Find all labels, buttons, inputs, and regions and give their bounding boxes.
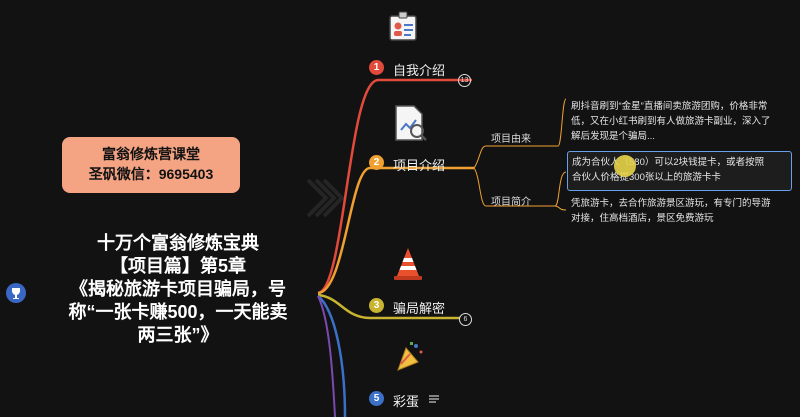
leaf-origin-line-3: 解后发现是个骗局... [571,131,655,142]
party-popper-icon [394,340,424,379]
leaf-origin-line-1: 刷抖音刷到“金星”直播间卖旅游团购，价格非常 [571,101,768,112]
leaf-intro-partner[interactable]: 成为合伙人（580）可以2块钱提卡，或者按照 合伙人价格提300张以上的旅游卡卡 [572,155,764,185]
leaf-intro-usage-line-1: 凭旅游卡，去合作旅游景区游玩，有专门的导游 [571,198,771,209]
branch-2-number: 2 [369,155,384,170]
title-line-5: 两三张”》 [137,325,219,345]
leaf-intro-usage[interactable]: 凭旅游卡，去合作旅游景区游玩，有专门的导游 对接，住高档酒店，景区免费游玩 [571,196,771,226]
branch-1-number: 1 [369,60,384,75]
branch-5-label[interactable]: 彩蛋 [393,394,420,409]
leaf-intro-partner-line-2: 合伙人价格提300张以上的旅游卡卡 [572,172,721,183]
brand-box: 富翁修炼营课堂 圣矾微信：9695403 [62,137,240,193]
subtopic-intro[interactable]: 项目简介 [491,197,531,208]
branch-5-number: 5 [369,391,384,406]
leaf-intro-partner-line-1: 成为合伙人（580）可以2块钱提卡，或者按照 [572,157,765,168]
leaf-origin[interactable]: 刷抖音刷到“金星”直播间卖旅游团购，价格非常 低，又在小红书刷到有人做旅游卡副业… [571,99,771,144]
brand-contact: 圣矾微信：9695403 [88,166,214,182]
cursor-highlight [614,155,636,177]
title-line-2: 【项目篇】第5章 [109,256,246,276]
title-line-4: 称“一张卡赚500，一天能卖 [68,302,288,322]
branch-1-collapse-count[interactable]: 13 [458,74,471,87]
central-topic[interactable]: 十万个富翁修炼宝典 【项目篇】第5章 《揭秘旅游卡项目骗局，号 称“一张卡赚50… [38,232,318,347]
title-line-1: 十万个富翁修炼宝典 [97,233,259,253]
traffic-cone-icon [393,246,423,287]
title-line-3: 《揭秘旅游卡项目骗局，号 [70,279,286,299]
id-card-icon [388,10,418,47]
branch-2-label[interactable]: 项目介绍 [393,158,446,173]
branch-3-collapse-count[interactable]: 6 [459,313,472,326]
notes-icon[interactable] [428,392,440,410]
trophy-icon [6,283,26,303]
branch-3-label[interactable]: 骗局解密 [393,301,446,316]
leaf-origin-line-2: 低，又在小红书刷到有人做旅游卡副业，深入了 [571,116,771,127]
subtopic-origin[interactable]: 项目由来 [491,134,531,145]
brand-name: 富翁修炼营课堂 [102,146,200,162]
branch-3-number: 3 [369,298,384,313]
document-chart-icon [392,104,428,147]
leaf-intro-usage-line-2: 对接，住高档酒店，景区免费游玩 [571,213,714,224]
selected-node-highlight [567,151,792,191]
branch-1-label[interactable]: 自我介绍 [393,63,446,78]
